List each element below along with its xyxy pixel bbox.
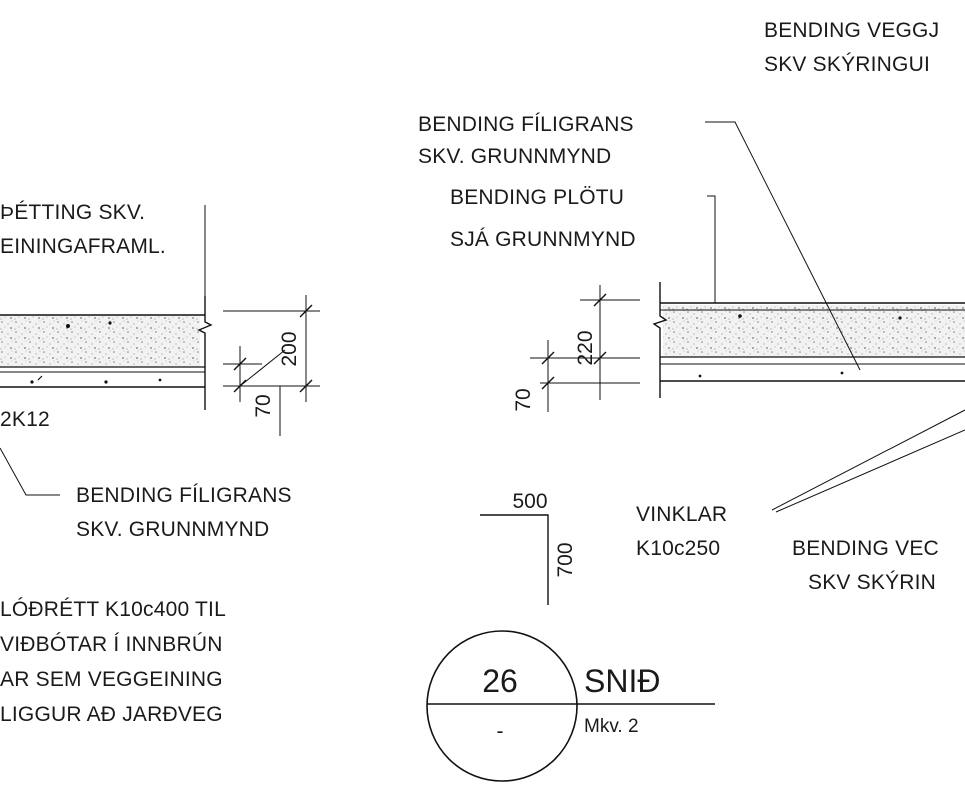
angle-bar-detail: 500 700 [480,490,577,605]
label-bending-veg: BENDING VEC [792,537,939,560]
label-skv-skyrin: SKV SKÝRIN [808,571,937,594]
label-bending-plotu: BENDING PLÖTU [450,186,625,209]
label-vinklar: VINKLAR [636,503,728,526]
left-dimensions: 200 70 [223,295,320,436]
label-2k12: 2K12 [0,408,50,431]
label-einingaframl: EININGAFRAML. [0,235,166,258]
label-skv-skyringu: SKV SKÝRINGUI [764,53,930,76]
label-bending-filigrans-bottom: BENDING FÍLIGRANS [76,484,292,507]
section-number: 26 [482,663,518,699]
section-title: SNIÐ [584,663,660,699]
label-lodrett-2: VIÐBÓTAR Í INNBRÚN [0,633,223,656]
label-k10c250: K10c250 [636,537,721,560]
section-title-bubble: 26 - SNIÐ Mkv. 2 [426,630,715,782]
dim-700-text: 700 [554,542,577,577]
section-scale: Mkv. 2 [584,716,639,737]
dim-200-text: 200 [278,331,301,366]
label-sja-grunnmynd: SJÁ GRUNNMYND [450,228,636,251]
label-lodrett-3: AR SEM VEGGEINING [0,668,223,691]
dim-500-text: 500 [512,490,547,513]
label-bending-veggj: BENDING VEGGJ [764,19,940,42]
label-skv-grunnmynd-top: SKV. GRUNNMYND [418,145,612,168]
dim-right-70-text: 70 [512,388,535,411]
label-thetting: ÞÉTTING SKV. [0,201,146,224]
right-slab [652,121,965,513]
label-lodrett-1: LÓÐRÉTT K10c400 TIL [0,598,226,621]
right-dimensions: 220 70 [512,285,640,412]
label-skv-grunnmynd-bottom: SKV. GRUNNMYND [76,518,270,541]
dim-220-text: 220 [574,330,597,365]
sheet-number: - [497,720,504,743]
label-bending-filigrans-top: BENDING FÍLIGRANS [418,113,634,136]
label-lodrett-4: LIGGUR AÐ JARÐVEG [0,703,223,726]
dim-70-text: 70 [252,394,275,417]
left-slab [0,205,213,496]
